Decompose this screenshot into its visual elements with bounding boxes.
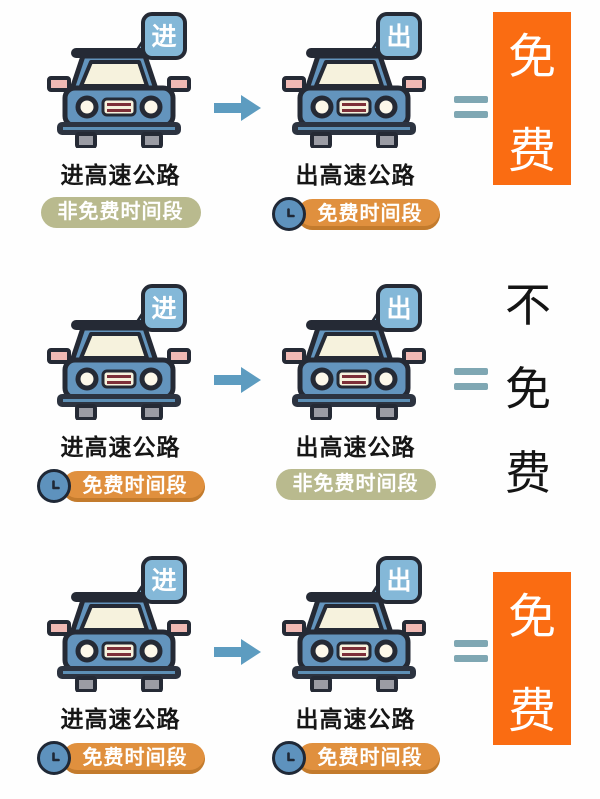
arrow-right-icon (213, 92, 263, 124)
free-period-pill: 免费时间段 (296, 742, 440, 774)
result-char: 免 (507, 590, 556, 644)
result-free-badge: 免 费 (493, 12, 571, 185)
car-icon: 出 (281, 12, 426, 149)
car-action-label: 出高速公路 (295, 434, 416, 460)
exit-highway-group: 出 出高速公路 免费时间段 (263, 12, 448, 231)
result-char: 不 (505, 279, 551, 331)
enter-highway-group: 进 进高速公路 免费时间段 (28, 284, 213, 503)
result-char: 费 (507, 124, 556, 178)
arrow-right-icon (213, 364, 263, 396)
enter-highway-group: 进 进高速公路 免费时间段 (28, 556, 213, 775)
result-char: 免 (507, 30, 556, 84)
rule-row-2: 进 进高速公路 免费时间段 (0, 266, 600, 532)
time-period-badge: 免费时间段 (271, 197, 440, 231)
exit-highway-group: 出 出高速公路 免费时间段 (263, 556, 448, 775)
clock-icon (36, 741, 71, 775)
free-period-pill: 免费时间段 (61, 742, 205, 774)
nonfree-period-pill: 非免费时间段 (40, 197, 201, 228)
car-icon: 进 (46, 284, 191, 421)
car-exit: 出 (281, 284, 430, 421)
time-period-badge: 免费时间段 (271, 741, 440, 775)
arrow-right-icon (213, 636, 263, 668)
clock-icon (271, 741, 306, 775)
equals-icon (448, 368, 493, 390)
car-flag-label: 进 (151, 295, 176, 323)
equals-icon (448, 96, 493, 118)
free-period-pill: 免费时间段 (61, 470, 205, 502)
car-flag-label: 进 (151, 567, 176, 595)
car-action-label: 出高速公路 (295, 162, 416, 188)
car-action-label: 进高速公路 (60, 162, 181, 188)
result-char: 免 (505, 363, 551, 415)
car-enter: 进 (46, 284, 195, 421)
result-not-free-text: 不 免 费 (505, 282, 551, 496)
equals-icon (448, 640, 493, 662)
result-column: 免 费 (493, 556, 600, 745)
car-flag-label: 出 (386, 295, 411, 323)
car-icon: 进 (46, 556, 191, 693)
rule-row-3: 进 进高速公路 免费时间段 (0, 532, 600, 799)
car-enter: 进 (46, 556, 195, 693)
time-period-badge: 免费时间段 (36, 741, 205, 775)
enter-highway-group: 进 进高速公路 非免费时间段 (28, 12, 213, 228)
result-char: 费 (505, 447, 551, 499)
car-flag-label: 出 (386, 567, 411, 595)
nonfree-period-pill: 非免费时间段 (275, 469, 436, 500)
clock-icon (36, 469, 71, 503)
car-action-label: 进高速公路 (60, 434, 181, 460)
time-period-badge: 非免费时间段 (275, 469, 436, 500)
exit-highway-group: 出 出高速公路 非免费时间段 (263, 284, 448, 500)
result-char: 费 (507, 684, 556, 738)
result-column: 不 免 费 (493, 282, 600, 496)
car-action-label: 出高速公路 (295, 706, 416, 732)
result-free-badge: 免 费 (493, 572, 571, 745)
car-flag-label: 出 (386, 23, 411, 51)
car-exit: 出 (281, 12, 430, 149)
car-action-label: 进高速公路 (60, 706, 181, 732)
car-flag-label: 进 (151, 23, 176, 51)
clock-icon (271, 197, 306, 231)
free-period-pill: 免费时间段 (296, 198, 440, 230)
car-enter: 进 (46, 12, 195, 149)
result-column: 免 费 (493, 12, 600, 185)
car-icon: 出 (281, 556, 426, 693)
time-period-badge: 非免费时间段 (40, 197, 201, 228)
rule-row-1: 进 进高速公路 非免费时间段 出 出高速公路 (0, 0, 600, 266)
car-exit: 出 (281, 556, 430, 693)
car-icon: 出 (281, 284, 426, 421)
time-period-badge: 免费时间段 (36, 469, 205, 503)
car-icon: 进 (46, 12, 191, 149)
